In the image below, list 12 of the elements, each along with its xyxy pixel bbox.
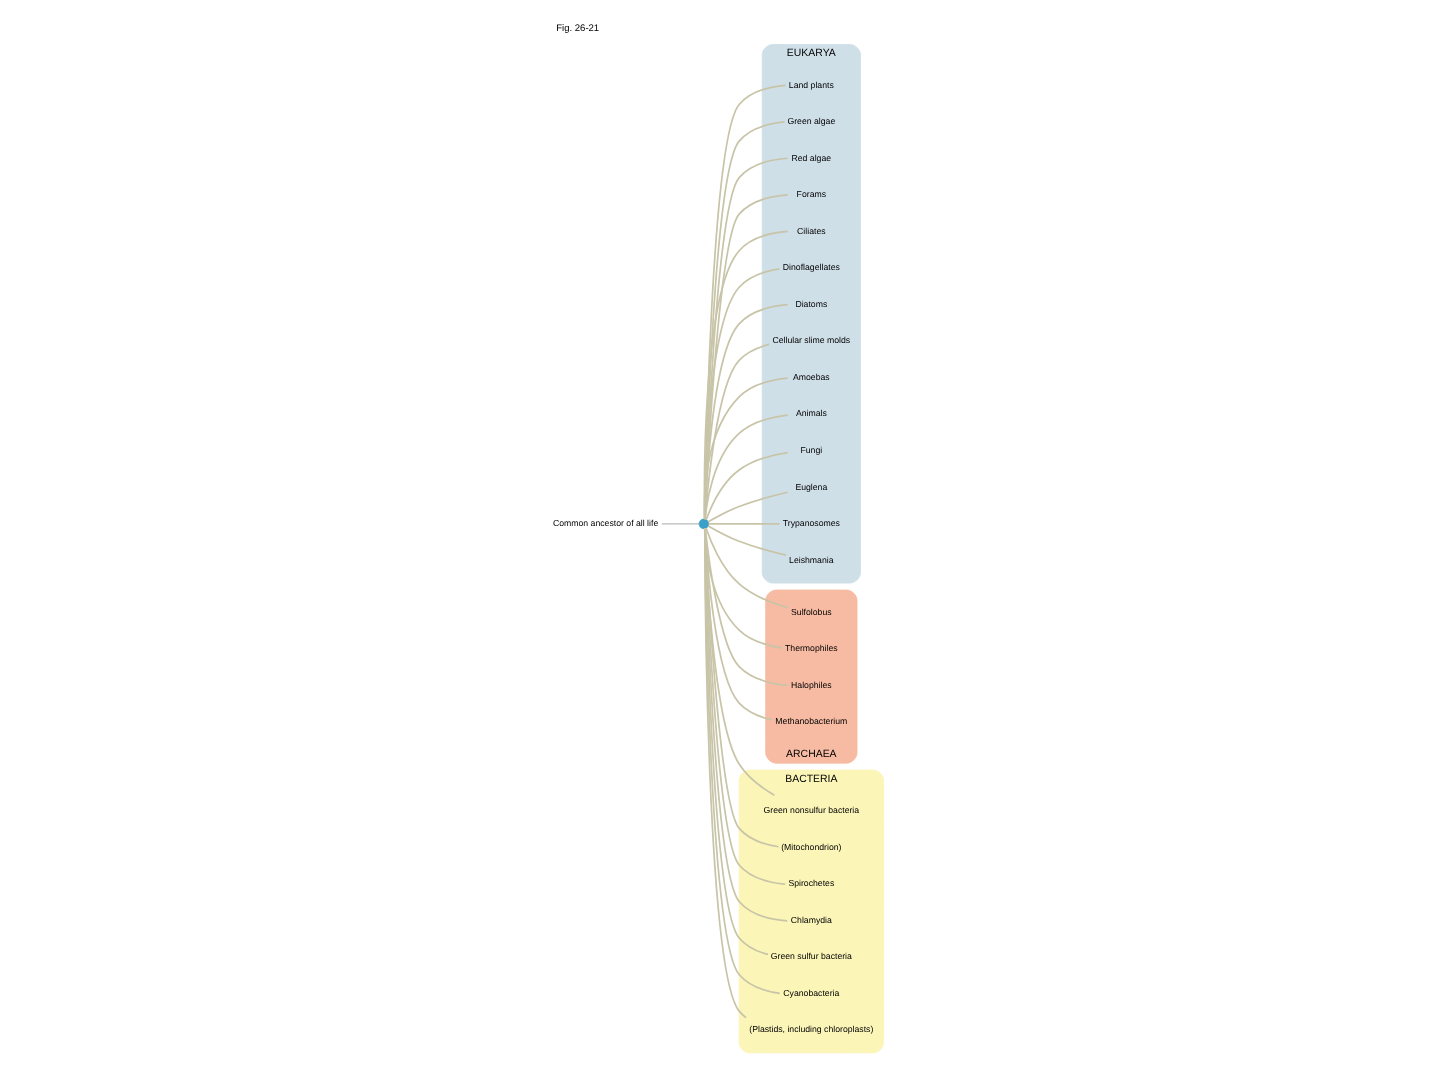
connector — [707, 525, 787, 557]
connector — [703, 527, 747, 1019]
connector — [704, 527, 789, 687]
connector — [705, 451, 789, 521]
connector — [704, 414, 789, 520]
connector — [703, 377, 789, 520]
node-circle — [698, 518, 710, 530]
connector — [661, 523, 700, 525]
connector — [707, 523, 781, 525]
connector — [705, 527, 789, 609]
connector — [707, 491, 789, 523]
connector — [704, 303, 789, 520]
